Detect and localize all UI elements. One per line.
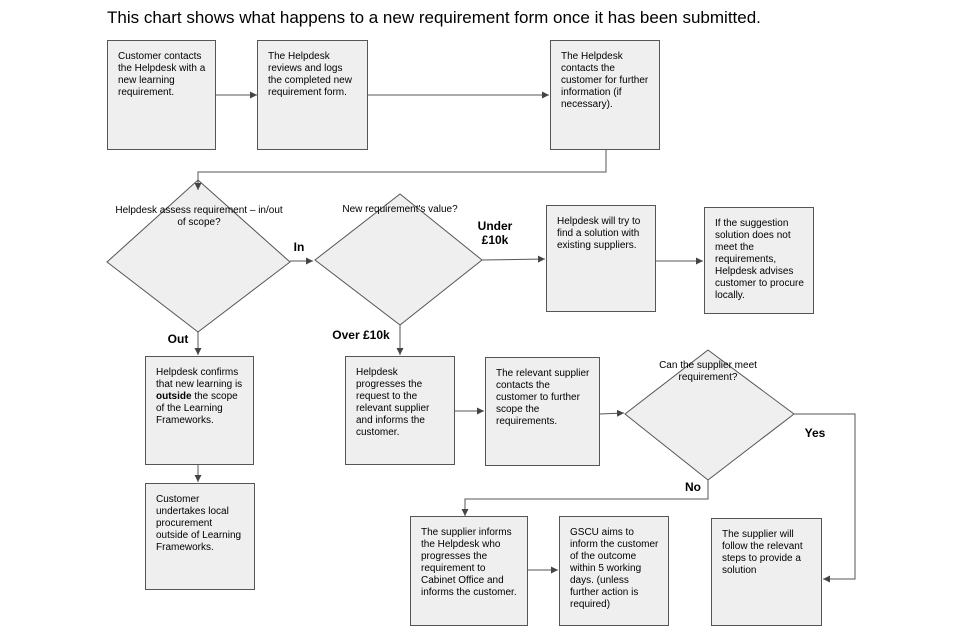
decision-scope-text: Helpdesk assess requirement – in/out of … [115,205,283,228]
arrow-decision-no [461,480,709,516]
label-in: In [293,240,305,254]
label-no: No [685,480,701,494]
node-supplier-contacts: The relevant supplier contacts the custo… [485,357,600,466]
decision-supplier-text: Can the supplier meet requirement? [659,360,757,383]
node-gscu-aims: GSCU aims to inform the customer of the … [559,516,669,626]
node-find-solution: Helpdesk will try to find a solution wit… [546,205,656,312]
node-confirms-outside: Helpdesk confirms that new learning is o… [145,356,254,465]
label-yes: Yes [804,426,826,440]
decision-scope-diamond [106,179,291,333]
label-under-10k: Under £10k [477,219,513,247]
node-customer-contacts: Customer contacts the Helpdesk with a ne… [107,40,216,150]
node-local-procurement: Customer undertakes local procurement ou… [145,483,255,590]
confirms-outside-emphasis: outside [156,391,192,402]
node-progresses-request: Helpdesk progresses the request to the r… [345,356,455,465]
node-follow-steps: The supplier will follow the relevant st… [711,518,822,626]
arrow-value-under [481,255,546,263]
confirms-outside-text-end: the scope of the Learning Frameworks. [156,391,238,426]
label-over-10k: Over £10k [332,328,390,342]
page-heading: This chart shows what happens to a new r… [107,8,761,27]
node-helpdesk-contacts: The Helpdesk contacts the customer for f… [550,40,660,150]
node-helpdesk-reviews: The Helpdesk reviews and logs the comple… [257,40,368,150]
arrow-decision-yes [794,413,856,583]
arrow-supplier-to-decision [599,409,625,417]
node-supplier-informs: The supplier informs the Helpdesk who pr… [410,516,528,626]
node-advise-local: If the suggestion solution does not meet… [704,207,814,314]
arrow-contacts-to-scope [194,150,607,190]
label-out: Out [167,332,189,346]
confirms-outside-text-start: Helpdesk confirms that new learning is [156,367,243,390]
decision-value-text: New requirement's value? [342,204,458,215]
